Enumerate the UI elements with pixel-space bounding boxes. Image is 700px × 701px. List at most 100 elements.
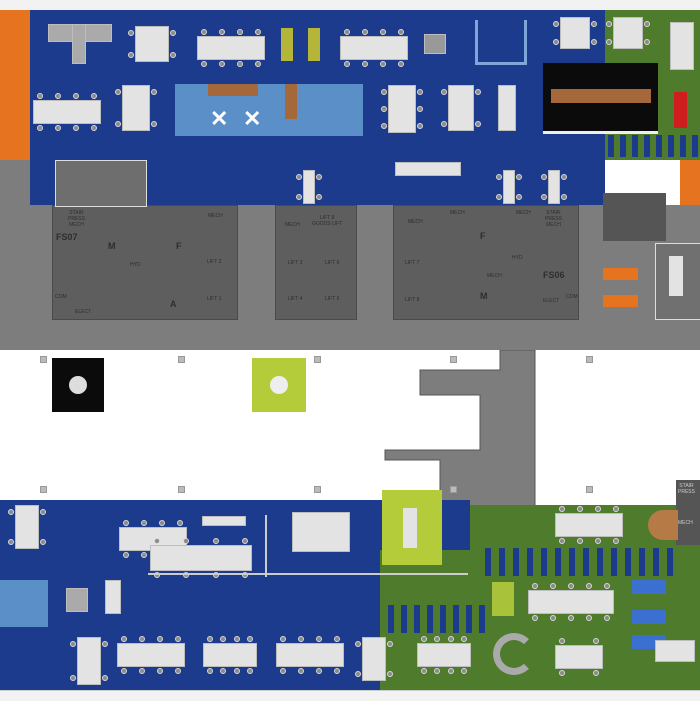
chair xyxy=(175,668,181,674)
chair xyxy=(296,174,302,180)
chair xyxy=(183,538,190,544)
chair xyxy=(219,61,225,67)
chair xyxy=(553,21,559,27)
label-com: COM xyxy=(55,294,67,300)
chair xyxy=(475,121,481,127)
meeting-table xyxy=(669,256,683,296)
chair xyxy=(334,668,340,674)
desk xyxy=(555,645,603,669)
chair xyxy=(541,194,547,200)
chair xyxy=(550,615,556,621)
desk xyxy=(503,170,515,204)
lime-meeting-room[interactable] xyxy=(382,490,442,565)
floor-stripe xyxy=(440,605,446,633)
chair xyxy=(212,538,219,544)
chair xyxy=(233,668,240,674)
lounge-blue[interactable]: ✕ ✕ xyxy=(175,84,363,136)
chair xyxy=(441,121,447,127)
chair xyxy=(417,89,423,95)
label-mech: MECH xyxy=(208,213,223,219)
label-mech: MECH xyxy=(285,222,300,228)
chair xyxy=(604,583,610,589)
label-lift-8: LIFT 8 xyxy=(405,297,420,303)
storage xyxy=(105,580,121,614)
chair xyxy=(73,93,79,99)
desk xyxy=(417,643,471,667)
desk xyxy=(560,17,590,49)
structural-column xyxy=(586,486,593,493)
black-pod[interactable] xyxy=(52,358,104,412)
label-m: M xyxy=(108,241,116,251)
label-com: COM xyxy=(566,294,578,300)
label-lift-5: LIFT 5 xyxy=(325,296,340,302)
core-center xyxy=(275,205,357,320)
floor-stripe xyxy=(680,135,686,157)
label-mech: MECH xyxy=(408,219,423,225)
chair xyxy=(154,538,160,544)
east-meeting-room[interactable] xyxy=(655,243,700,320)
chair xyxy=(591,39,597,45)
boardroom[interactable] xyxy=(543,63,658,134)
chair xyxy=(593,670,599,676)
floor-stripe xyxy=(485,548,491,576)
chair xyxy=(532,583,538,589)
chair xyxy=(121,668,127,674)
label-elect: ELECT xyxy=(543,298,560,304)
label-hyd: HYD xyxy=(512,255,523,261)
desk xyxy=(362,637,386,681)
chair xyxy=(128,52,134,58)
chair xyxy=(298,668,304,674)
lime-pod[interactable] xyxy=(252,358,306,412)
chair xyxy=(595,538,601,544)
chair xyxy=(417,123,423,129)
label-lift-2: LIFT 2 xyxy=(207,259,222,265)
chair xyxy=(559,670,565,676)
lime-partition xyxy=(308,28,320,61)
chair xyxy=(280,668,286,674)
desk xyxy=(448,85,474,131)
floor-stripe xyxy=(639,548,645,576)
floor-stripe xyxy=(401,605,407,633)
chair xyxy=(441,89,447,95)
chair xyxy=(220,636,227,642)
chair xyxy=(496,194,502,200)
chair xyxy=(242,538,248,544)
chair xyxy=(207,636,213,642)
desk xyxy=(395,162,461,176)
chair xyxy=(461,668,467,674)
blue-sofa xyxy=(632,580,666,594)
chair xyxy=(40,509,46,515)
desk xyxy=(388,85,416,133)
floor-stripe xyxy=(427,605,433,633)
east-room-gray xyxy=(603,193,666,241)
desk xyxy=(548,170,560,204)
chair xyxy=(151,121,157,127)
floor-stripe xyxy=(668,135,674,157)
corridor-west-end xyxy=(0,160,30,320)
floor-stripe xyxy=(453,605,459,633)
chair xyxy=(362,29,368,35)
chair xyxy=(170,30,176,36)
label-mech: MECH xyxy=(678,520,693,526)
structural-column xyxy=(178,356,185,363)
label-lift-1: LIFT 1 xyxy=(207,296,222,302)
lightblue-lounge xyxy=(0,580,48,627)
chair xyxy=(334,636,340,642)
label-f: F xyxy=(480,231,486,241)
chair xyxy=(613,538,619,544)
chair xyxy=(568,583,574,589)
chair xyxy=(516,174,522,180)
floor-stripe xyxy=(541,548,547,576)
storage xyxy=(498,85,516,131)
chair xyxy=(141,552,147,558)
chair xyxy=(421,636,427,642)
x-table-icon: ✕ xyxy=(210,106,229,131)
desk xyxy=(670,22,694,70)
floor-stripe xyxy=(608,135,614,157)
boardroom-table xyxy=(551,89,651,103)
chair xyxy=(559,638,565,644)
chair xyxy=(577,506,583,512)
label-lift-4: LIFT 4 xyxy=(288,296,303,302)
chair xyxy=(398,61,404,67)
chair xyxy=(316,636,322,642)
